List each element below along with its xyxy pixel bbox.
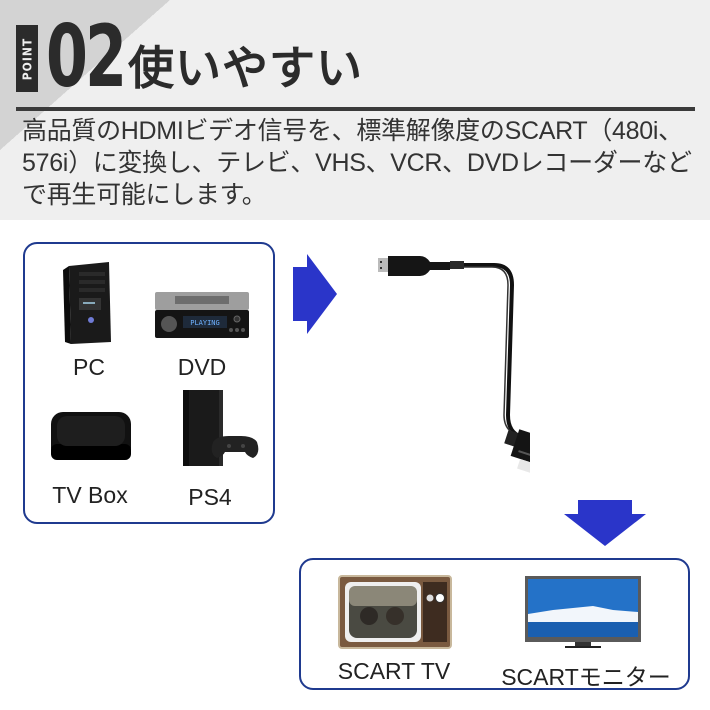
device-pc: PC	[39, 258, 139, 380]
device-label: PS4	[188, 484, 232, 510]
hdmi-to-scart-cable-icon	[378, 256, 530, 478]
svg-text:PLAYING: PLAYING	[190, 319, 220, 327]
header-section: POINT 02 使いやすい 高品質のHDMIビデオ信号を、標準解像度のSCAR…	[0, 0, 710, 220]
device-label: TV Box	[52, 482, 128, 508]
device-dvd: PLAYING DVD	[147, 258, 257, 380]
point-badge: POINT	[16, 25, 38, 92]
section-description: 高品質のHDMIビデオ信号を、標準解像度のSCART（480i、576i）に変換…	[22, 117, 692, 209]
dvd-player-icon: PLAYING	[155, 292, 249, 338]
device-label: DVD	[177, 354, 227, 380]
device-scart-tv: SCART TV	[319, 566, 469, 686]
section-title: 使いやすい	[128, 42, 363, 94]
output-devices-panel: SCART TV SCARTモニター	[299, 558, 690, 690]
title-divider	[16, 107, 695, 111]
ps4-console-icon	[183, 390, 259, 466]
tv-box-icon	[51, 412, 131, 460]
device-label: PC	[73, 354, 105, 380]
point-badge-label: POINT	[20, 37, 34, 80]
device-label: SCARTモニター	[501, 664, 671, 690]
retro-tv-icon	[338, 575, 452, 649]
device-ps4: PS4	[155, 384, 265, 514]
device-tv-box: TV Box	[35, 394, 145, 514]
point-number: 02	[46, 7, 127, 107]
source-devices-panel: PC PLAYING DVD TV Box	[23, 242, 275, 524]
device-label: SCART TV	[337, 658, 451, 684]
flat-monitor-icon	[525, 576, 641, 648]
arrow-right-icon	[293, 254, 337, 334]
arrow-down-icon	[564, 500, 646, 546]
pc-tower-icon	[63, 262, 111, 344]
device-scart-monitor: SCARTモニター	[501, 566, 671, 690]
